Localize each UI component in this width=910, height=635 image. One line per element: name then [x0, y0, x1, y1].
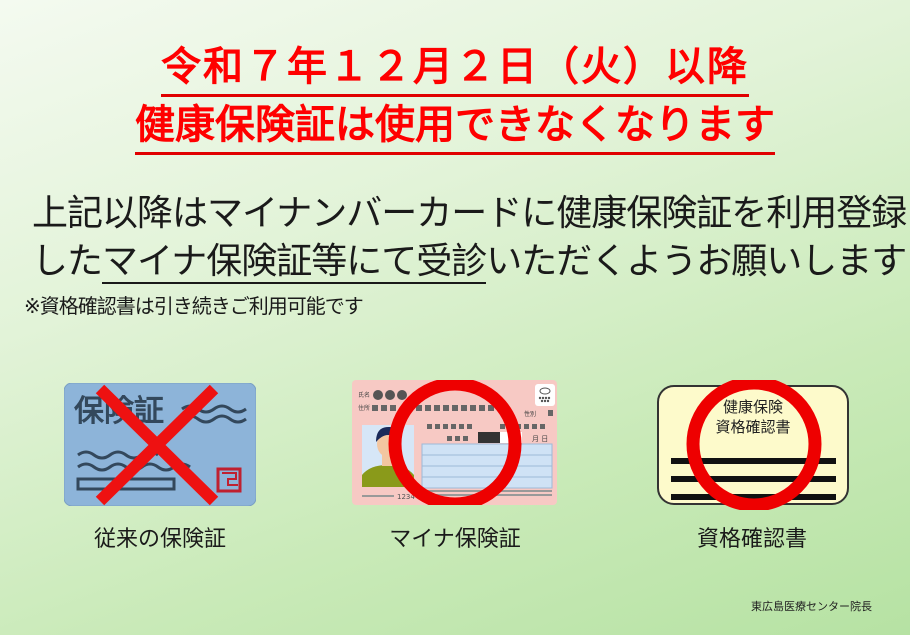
caption-certificate: 資格確認書	[696, 527, 807, 552]
body-line-1: 上記以降はマイナンバーカードに健康保険証を利用登録	[32, 193, 907, 234]
certificate-title-line1: 健康保険	[723, 398, 783, 416]
headline-notice: 健康保険証は使用できなくなります	[0, 92, 910, 155]
headline-notice-text: 健康保険証は使用できなくなります	[135, 92, 775, 155]
certificate-title-line2: 資格確認書	[715, 418, 790, 436]
caption-mynumber-card: マイナ保険証	[389, 527, 521, 552]
caption-traditional-card: 従来の保険証	[93, 527, 226, 552]
certificate-card-illustration: 健康保険 資格確認書	[655, 376, 855, 512]
note-text: ※資格確認書は引き続きご利用可能です	[24, 294, 364, 318]
body-line-2-prefix: した	[32, 241, 103, 282]
red-circle-mark-icon	[655, 380, 656, 381]
headline-date: 令和７年１２月２日（火）以降	[0, 34, 910, 97]
footer-signature: 東広島医療センター院長	[751, 600, 872, 613]
body-line-2: したマイナ保険証等にて受診いただくようお願いします	[32, 232, 907, 284]
body-line-2-suffix: いただくようお願いします	[486, 241, 907, 282]
traditional-card-illustration: 保険証	[63, 382, 257, 507]
svg-text:月 日: 月 日	[532, 435, 548, 443]
mynumber-card-illustration: 氏名 住所 性別 月 日 1234	[352, 377, 557, 511]
svg-text:性別: 性別	[524, 410, 536, 418]
svg-text:氏名: 氏名	[358, 391, 370, 399]
red-circle-mark-icon	[352, 380, 353, 381]
svg-text:1234: 1234	[397, 493, 415, 501]
body-line-2-underlined: マイナ保険証等にて受診	[102, 241, 487, 284]
red-x-mark-icon	[64, 383, 65, 384]
headline-date-text: 令和７年１２月２日（火）以降	[161, 34, 749, 97]
svg-text:住所: 住所	[358, 404, 370, 412]
